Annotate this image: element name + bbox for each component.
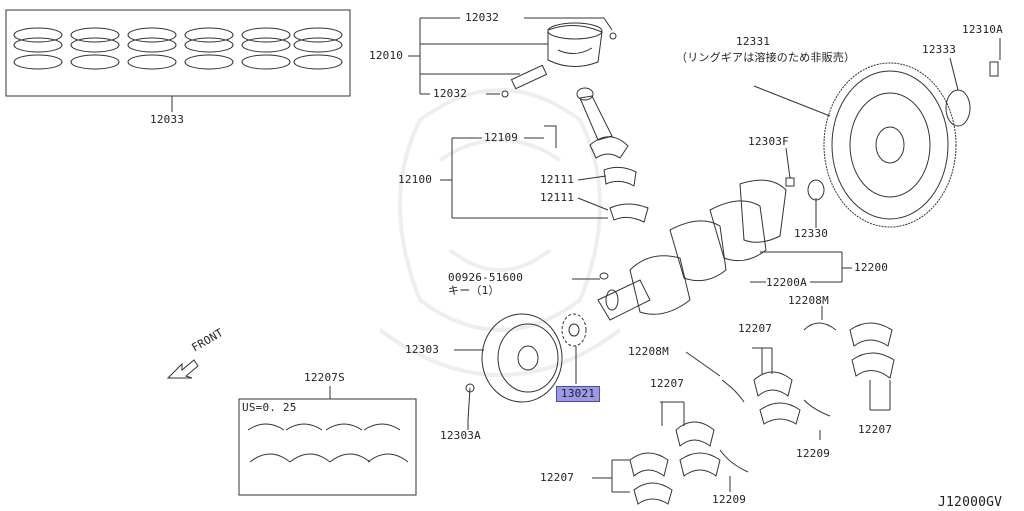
crank-leaders <box>572 251 852 283</box>
label-12303[interactable]: 12303 <box>405 343 440 356</box>
label-12109[interactable]: 12109 <box>484 131 519 144</box>
label-12331-note: （リングギアは溶接のため非販売） <box>676 51 856 64</box>
label-12330[interactable]: 12330 <box>794 227 829 240</box>
label-12200[interactable]: 12200 <box>854 261 889 274</box>
label-12032-bottom[interactable]: 12032 <box>433 87 468 100</box>
label-00926-51600[interactable]: 00926-51600 <box>448 271 524 284</box>
label-key-note: キー（1） <box>448 284 500 297</box>
label-12333[interactable]: 12333 <box>922 43 957 56</box>
label-12303F[interactable]: 12303F <box>748 135 789 148</box>
label-12207S[interactable]: 12207S <box>304 371 345 384</box>
piston <box>501 22 617 98</box>
label-13021-highlighted[interactable]: 13021 <box>556 386 601 402</box>
conrod-leaders <box>440 137 609 219</box>
pilot-parts <box>785 177 825 201</box>
label-12200A[interactable]: 12200A <box>766 276 807 289</box>
label-12100[interactable]: 12100 <box>398 173 433 186</box>
label-us-note: US=0. 25 <box>242 401 297 414</box>
label-12111-a[interactable]: 12111 <box>540 173 575 186</box>
label-12111-b[interactable]: 12111 <box>540 191 575 204</box>
bearing-leaders <box>592 306 891 493</box>
piston-rings-set <box>5 9 351 112</box>
label-12207-c[interactable]: 12207 <box>858 423 893 436</box>
crankshaft <box>597 179 787 321</box>
label-12208M-left[interactable]: 12208M <box>628 345 669 358</box>
label-12207-a[interactable]: 12207 <box>738 322 773 335</box>
label-12010[interactable]: 12010 <box>369 49 404 62</box>
label-12208M-right[interactable]: 12208M <box>788 294 829 307</box>
watermark-emblem <box>378 88 622 377</box>
label-12303A[interactable]: 12303A <box>440 429 481 442</box>
figure-code: J12000GV <box>938 495 1003 510</box>
crank-pulley <box>465 313 563 421</box>
connecting-rod <box>544 87 649 223</box>
flywheel-leaders <box>753 38 1001 228</box>
label-12209-a[interactable]: 12209 <box>796 447 831 460</box>
label-12207-d[interactable]: 12207 <box>540 471 575 484</box>
front-arrow-icon <box>166 359 199 379</box>
label-12033[interactable]: 12033 <box>150 113 185 126</box>
label-12331[interactable]: 12331 <box>736 35 771 48</box>
label-12310A[interactable]: 12310A <box>962 23 1003 36</box>
label-12207-b[interactable]: 12207 <box>650 377 685 390</box>
flywheel <box>823 61 999 228</box>
crank-sprocket <box>561 313 587 347</box>
piston-leaders <box>408 17 613 95</box>
undersize-bearing-set <box>238 386 417 496</box>
label-12209-b[interactable]: 12209 <box>712 493 747 506</box>
label-12032-top[interactable]: 12032 <box>465 11 500 24</box>
pulley-leaders <box>454 346 577 430</box>
main-bearings <box>629 322 895 505</box>
